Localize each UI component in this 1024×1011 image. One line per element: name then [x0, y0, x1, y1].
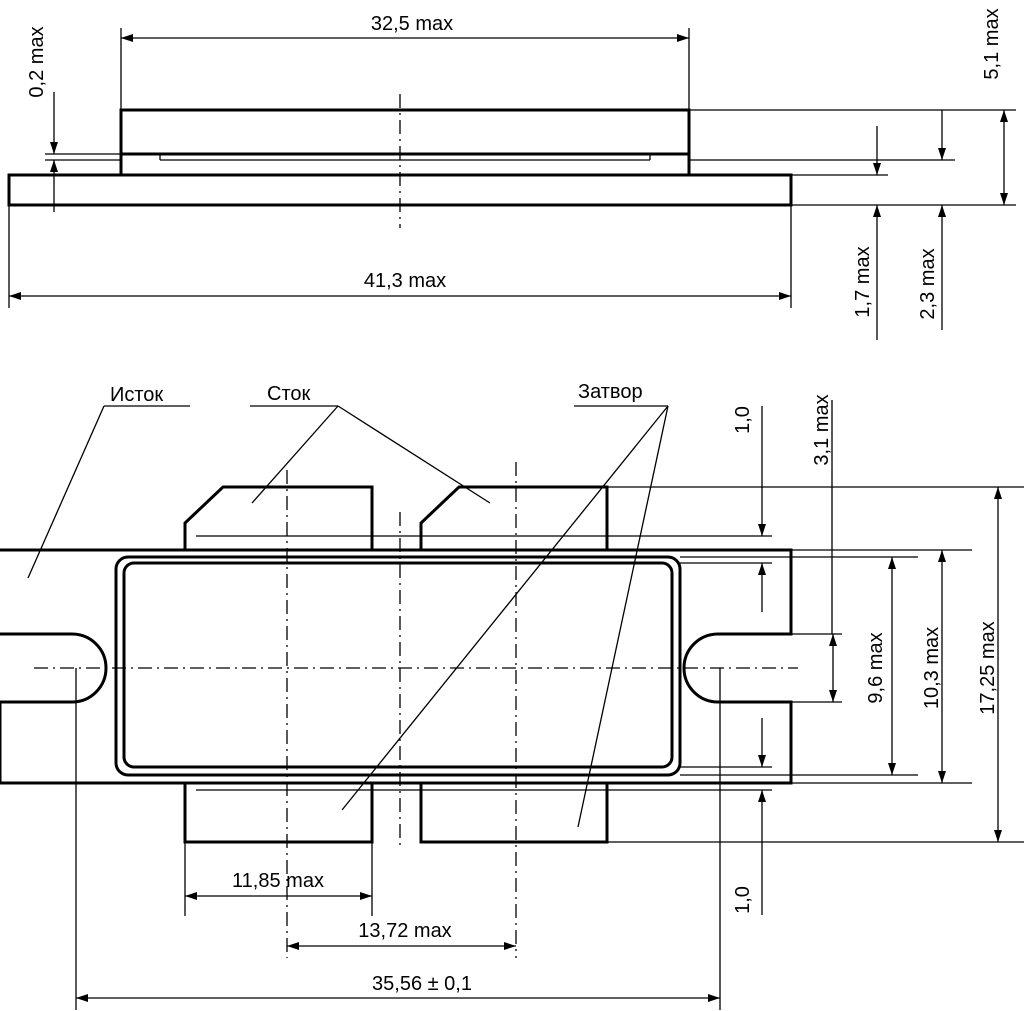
label-source: Исток: [110, 384, 163, 406]
dim-label-13-72: 13,72 max: [358, 920, 451, 942]
drain-lead-left: [183, 485, 374, 550]
dim-label-41-3: 41,3 max: [364, 270, 446, 292]
top-view-lid-inner: [122, 561, 674, 769]
drain-lead-right: [419, 485, 609, 550]
top-view-lid-outer: [114, 555, 682, 777]
dim-label-1-0-top: 1,0: [732, 406, 754, 434]
leader-drain-left: [251, 405, 339, 504]
dim-label-9-6: 9,6 max: [865, 632, 887, 703]
dim-label-11-85: 11,85 max: [232, 870, 324, 892]
top-view: Исток Сток Затвор 1,0 3,1 max 9,6 max: [0, 381, 1024, 1010]
top-view-flange: [0, 548, 793, 785]
dim-label-1-7: 1,7 max: [852, 246, 874, 317]
dim-label-17-25: 17,25 max: [977, 621, 999, 714]
dim-label-2-3: 2,3 max: [917, 248, 939, 319]
side-view: 32,5 max 0,2 max 41,3 max 1,7 max 2,3 ma…: [7, 8, 1016, 340]
dim-label-32-5: 32,5 max: [371, 13, 453, 35]
side-view-lid: [119, 108, 691, 156]
label-gate: Затвор: [578, 381, 643, 403]
dim-label-10-3: 10,3 max: [921, 627, 943, 709]
leader-source: [27, 405, 105, 579]
dim-label-3-1: 3,1 max: [811, 394, 833, 465]
leader-gate-right: [577, 405, 669, 828]
dim-label-5-1: 5,1 max: [981, 8, 1003, 79]
leader-gate-left: [341, 405, 669, 811]
label-drain: Сток: [267, 383, 311, 405]
gate-lead-right: [419, 783, 609, 844]
gate-lead-left: [183, 783, 374, 844]
leader-drain-right: [337, 405, 491, 504]
dim-label-35-56: 35,56 ± 0,1: [372, 973, 472, 995]
side-view-ceramic: [119, 152, 691, 177]
dim-label-1-0-bottom: 1,0: [732, 886, 754, 914]
dim-label-0-2: 0,2 max: [26, 26, 48, 97]
